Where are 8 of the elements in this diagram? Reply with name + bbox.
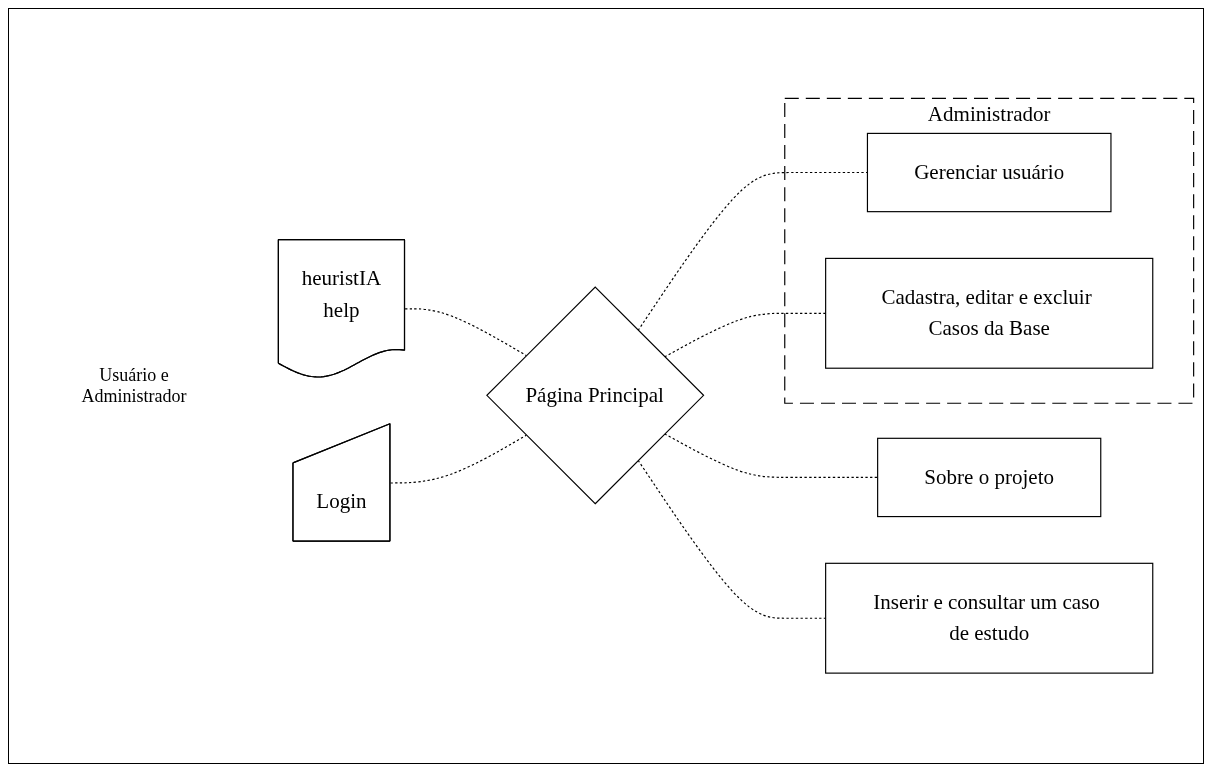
node-box: Gerenciar usuário <box>866 133 1112 213</box>
node-box: Inserir e consultar um caso de estudo <box>825 563 1154 674</box>
node-box: Cadastra, editar e excluir Casos da Base <box>825 258 1154 370</box>
connector <box>389 434 527 484</box>
connector <box>404 308 527 357</box>
group-label: Usuário e Administrador <box>80 365 188 407</box>
node-diamond: Página Principal <box>486 286 705 505</box>
node-box: Sobre o projeto <box>877 438 1102 518</box>
